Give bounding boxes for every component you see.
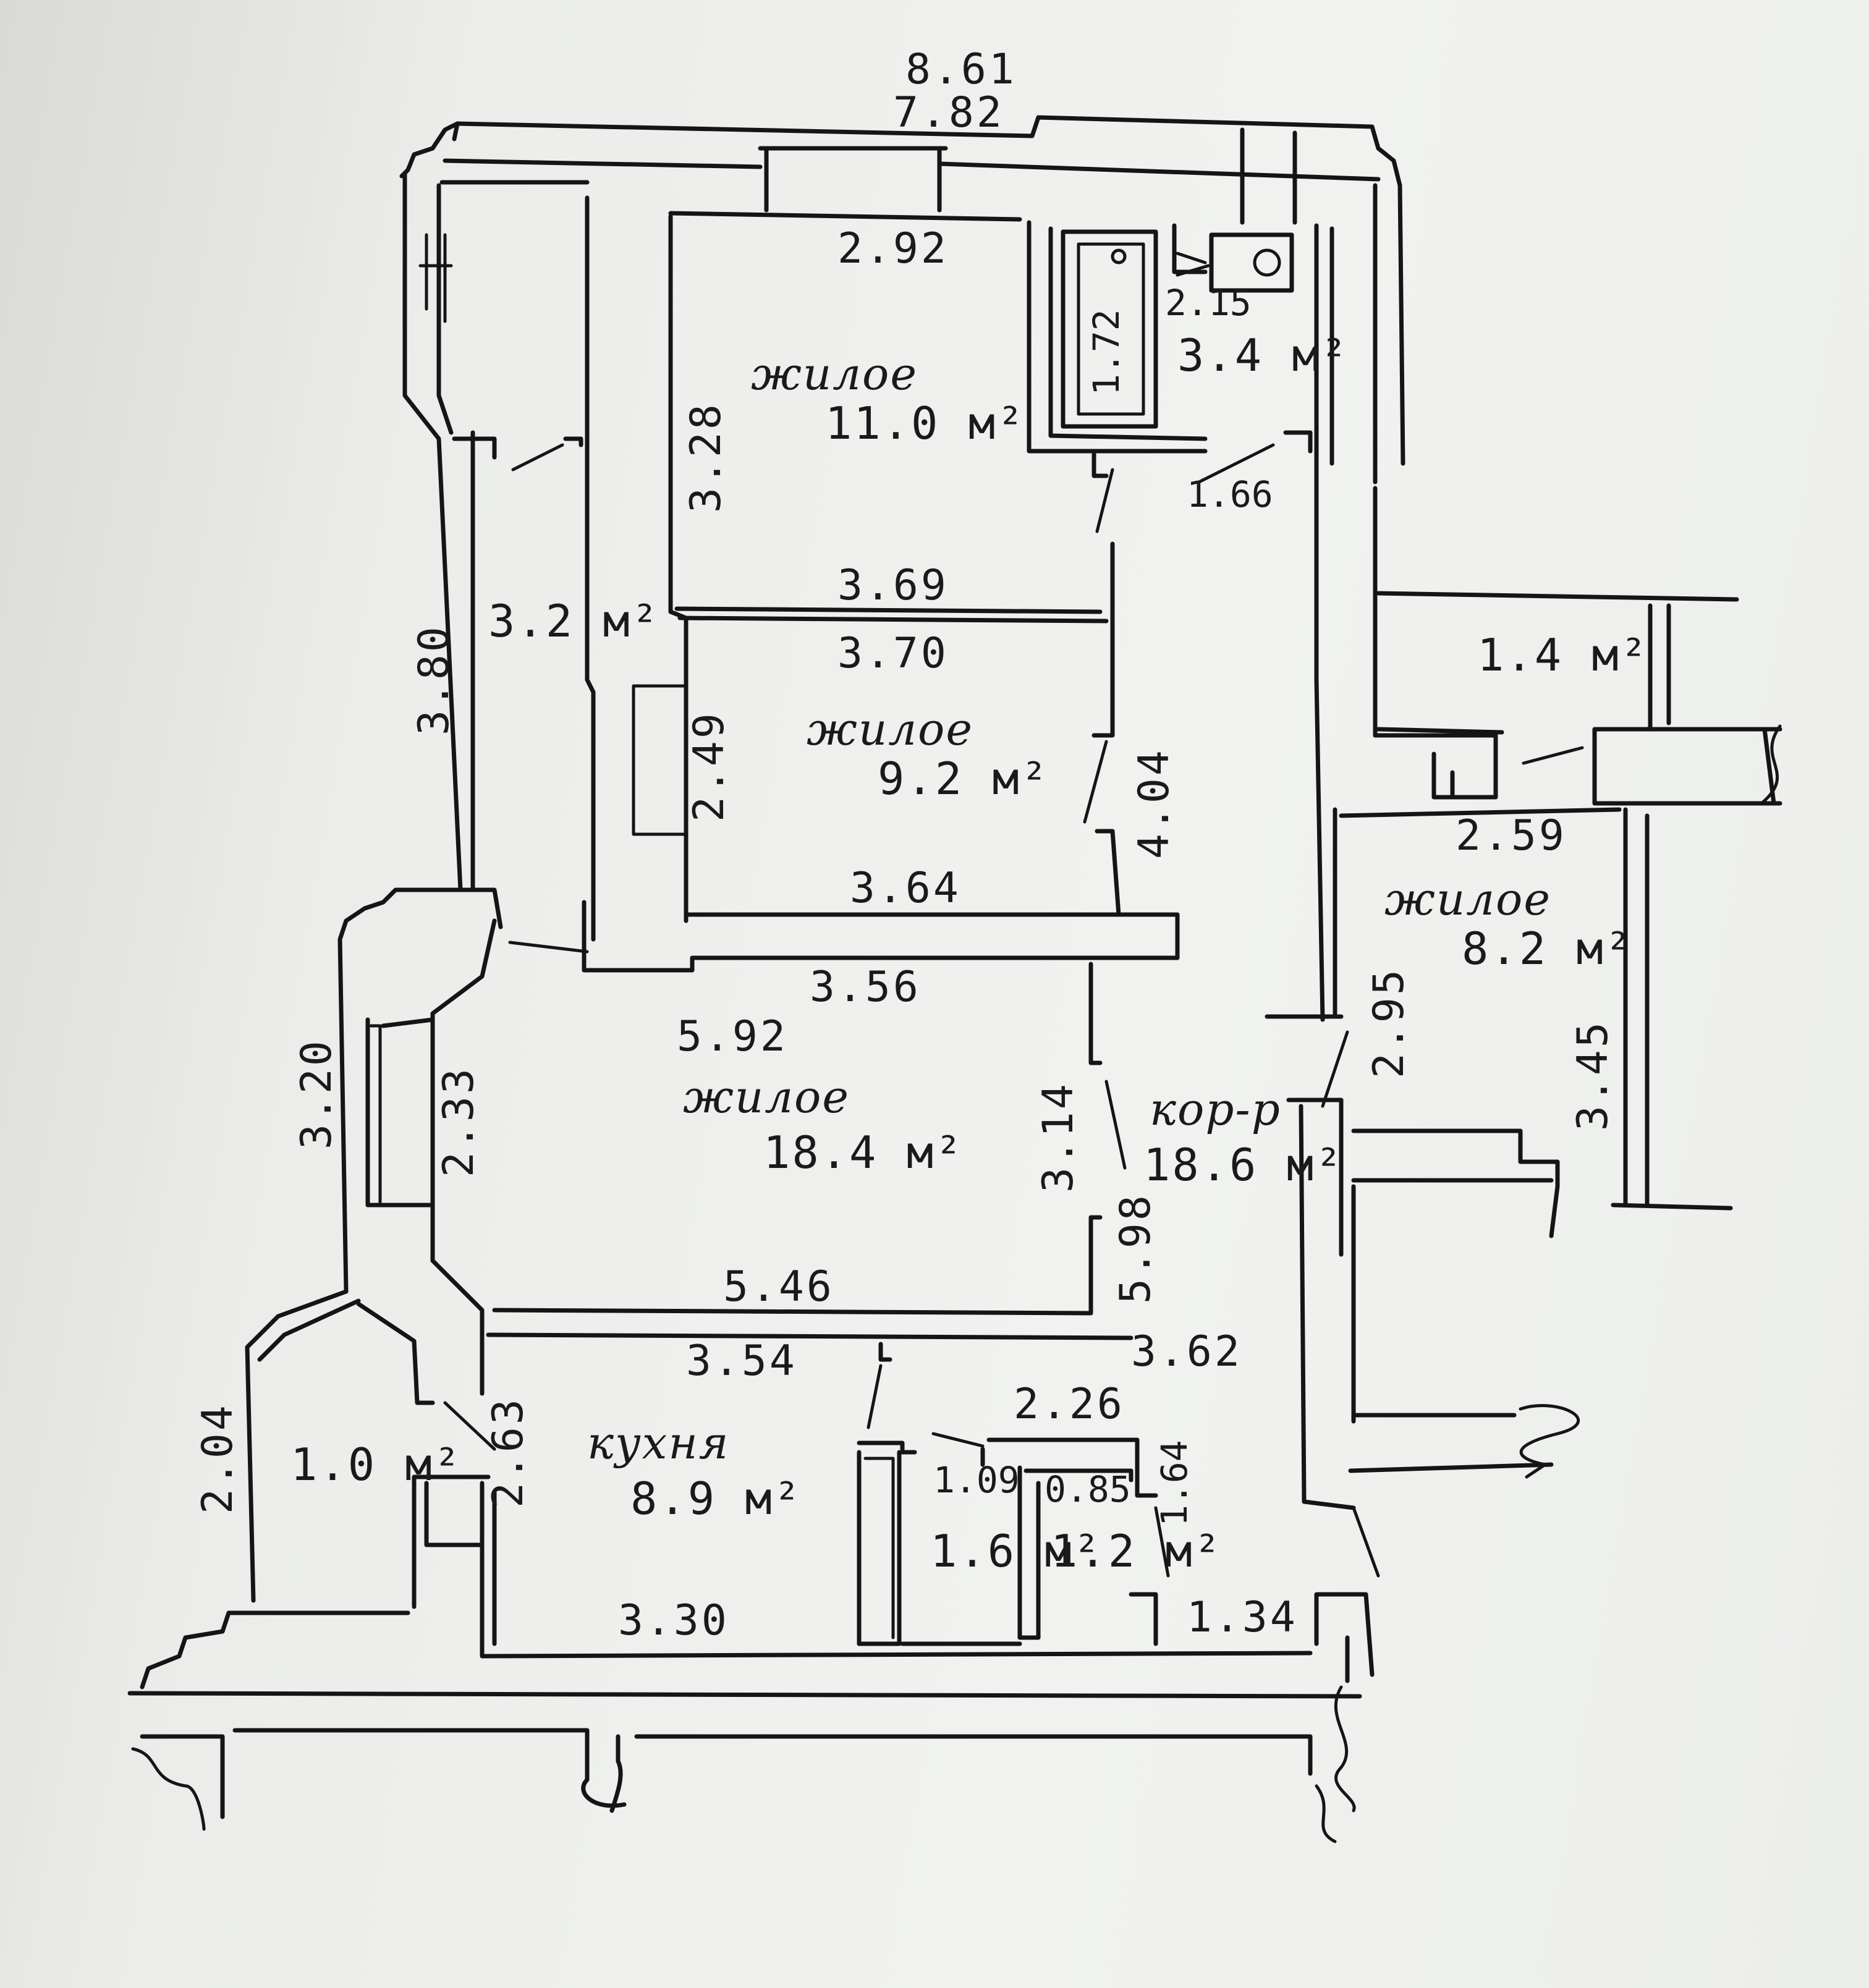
label-kitchen: кухня bbox=[587, 1417, 729, 1469]
dim-bath-tub: 1.72 bbox=[1085, 309, 1127, 395]
corridor bbox=[1265, 1014, 1580, 1683]
dim-hall-top-right: 3.62 bbox=[1131, 1327, 1242, 1376]
dim-living1-side: 3.28 bbox=[682, 402, 731, 513]
area-kitchen: 8.9 м² bbox=[630, 1473, 802, 1525]
closet-left bbox=[418, 180, 596, 942]
room-small-left bbox=[245, 1289, 496, 1609]
dim-living2-bottom: 3.64 bbox=[850, 864, 961, 913]
area-wc2: 1.2 м² bbox=[1051, 1525, 1223, 1577]
dim-kitchen-side: 2.63 bbox=[484, 1397, 533, 1508]
label-living2: жилое bbox=[807, 703, 973, 755]
room-living-2 bbox=[582, 541, 1180, 973]
dim-big-bottom: 5.46 bbox=[723, 1263, 834, 1311]
dim-living3-side: 3.45 bbox=[1569, 1020, 1617, 1131]
area-closet-left: 3.2 м² bbox=[488, 595, 660, 647]
area-living1: 11.0 м² bbox=[825, 397, 1025, 449]
label-corridor: кор-р bbox=[1150, 1083, 1281, 1135]
room-living-1 bbox=[668, 211, 1109, 923]
label-living3: жилое bbox=[1384, 873, 1551, 925]
dim-living2-top: 3.70 bbox=[837, 629, 949, 678]
dim-bath-bottom: 1.66 bbox=[1187, 473, 1273, 515]
area-living3: 8.2 м² bbox=[1462, 923, 1634, 975]
dim-hall-bottom: 1.34 bbox=[1187, 1593, 1298, 1642]
dim-living2-side: 2.49 bbox=[685, 711, 734, 822]
dim-closet-height: 3.80 bbox=[410, 624, 459, 735]
dim-living1-bottom: 3.69 bbox=[837, 561, 949, 610]
dim-living3-top: 2.59 bbox=[1456, 811, 1567, 860]
dim-bath-width: 2.15 bbox=[1165, 282, 1252, 324]
area-corridor: 18.6 м² bbox=[1143, 1139, 1344, 1191]
dim-wc2-side: 1.64 bbox=[1153, 1440, 1195, 1526]
dimensions: 8.61 7.82 2.92 3.28 жилое 11.0 м² 3.69 2… bbox=[193, 45, 1649, 1645]
dim-living3-left: 2.95 bbox=[1365, 967, 1413, 1078]
dim-big-right: 3.14 bbox=[1034, 1081, 1083, 1193]
dim-outer-width: 8.61 bbox=[905, 45, 1017, 94]
dim-big-left-inner: 2.33 bbox=[434, 1066, 483, 1177]
room-kitchen bbox=[480, 1342, 1313, 1659]
area-living2: 9.2 м² bbox=[878, 753, 1049, 805]
dim-wc1-width: 1.09 bbox=[933, 1459, 1020, 1501]
dim-corridor-side: 5.98 bbox=[1111, 1193, 1160, 1304]
area-wc1: 1.6 м² bbox=[930, 1525, 1102, 1577]
dim-kitchen-bottom: 3.30 bbox=[618, 1596, 729, 1645]
area-small-left: 1.0 м² bbox=[290, 1439, 462, 1491]
area-living-big: 18.4 м² bbox=[763, 1127, 964, 1178]
dim-big-top: 5.92 bbox=[677, 1012, 788, 1061]
bottom-walls bbox=[127, 1610, 1362, 1843]
dim-big-left-outer: 3.20 bbox=[292, 1038, 341, 1149]
dim-hall-top: 2.26 bbox=[1014, 1380, 1125, 1429]
room-living-big bbox=[337, 887, 1134, 1387]
label-living1: жилое bbox=[751, 348, 918, 400]
dim-living2-right: 4.04 bbox=[1130, 748, 1179, 859]
dim-living1-top: 2.92 bbox=[837, 224, 949, 273]
outer-walls bbox=[399, 115, 1739, 892]
area-bathroom: 3.4 м² bbox=[1177, 329, 1349, 381]
label-living-big: жилое bbox=[683, 1071, 850, 1123]
dim-inner-width: 7.82 bbox=[893, 88, 1004, 137]
dim-small-left-side: 2.04 bbox=[193, 1403, 242, 1514]
area-storage-right: 1.4 м² bbox=[1477, 629, 1649, 681]
room-living-3 bbox=[1333, 603, 1782, 1238]
dim-wc2-width: 0.85 bbox=[1045, 1468, 1131, 1510]
dim-kitchen-top: 3.54 bbox=[686, 1337, 797, 1385]
dim-big-top-outer: 3.56 bbox=[810, 963, 921, 1012]
bathroom bbox=[1027, 220, 1334, 1022]
